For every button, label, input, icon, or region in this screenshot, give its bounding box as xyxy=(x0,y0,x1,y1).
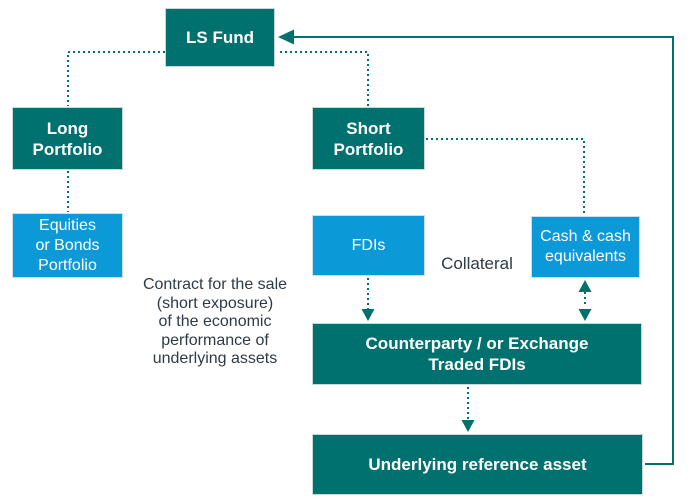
contract-note-line: Contract for the sale xyxy=(142,276,288,293)
edge-lsfund-to-long xyxy=(67,51,165,106)
arrowhead-down-icon xyxy=(361,309,375,321)
contract-note: Contract for the sale (short exposure) o… xyxy=(111,276,319,369)
node-short-portfolio: Short Portfolio xyxy=(312,107,425,170)
arrowhead-into-lsfund-icon xyxy=(278,29,294,45)
node-counterparty: Counterparty / or Exchange Traded FDIs xyxy=(312,323,642,385)
node-equities-or-bonds-portfolio: Equities or Bonds Portfolio xyxy=(12,213,123,278)
node-label: Cash & cash xyxy=(540,228,631,245)
node-label: Long xyxy=(46,118,89,138)
edge-lsfund-to-short xyxy=(280,51,369,106)
contract-note-line: underlying assets xyxy=(152,350,278,367)
node-label: Traded FDIs xyxy=(428,355,526,374)
contract-note-line: performance of xyxy=(161,331,269,349)
node-label: Portfolio xyxy=(38,256,97,274)
contract-note-line: (short exposure) xyxy=(156,294,274,312)
node-long-portfolio: Long Portfolio xyxy=(12,107,123,170)
contract-note-line: of the economic xyxy=(158,313,272,330)
node-label: LS Fund xyxy=(186,28,254,47)
edge-underlying-to-lsfund xyxy=(294,36,674,465)
node-label: Portfolio xyxy=(333,139,404,159)
node-label: Equities xyxy=(39,216,96,234)
node-label: Portfolio xyxy=(32,139,103,159)
arrowhead-up-icon xyxy=(578,280,592,292)
node-label: Underlying reference asset xyxy=(368,455,587,474)
node-label: FDIs xyxy=(351,236,386,254)
node-label: or Bonds xyxy=(35,236,100,254)
arrowhead-down-icon xyxy=(578,309,592,321)
node-label: Counterparty / or Exchange xyxy=(365,334,589,353)
node-label: Short xyxy=(346,118,391,138)
node-ls-fund: LS Fund xyxy=(165,8,275,67)
collateral-label: Collateral xyxy=(441,254,513,273)
node-cash-equivalents: Cash & cash equivalents xyxy=(531,216,640,278)
node-underlying-reference-asset: Underlying reference asset xyxy=(312,434,643,495)
arrowhead-down-icon xyxy=(461,420,475,432)
edge-short-to-cash xyxy=(426,138,585,213)
node-fdis: FDIs xyxy=(312,215,425,276)
node-label: equivalents xyxy=(545,248,626,265)
